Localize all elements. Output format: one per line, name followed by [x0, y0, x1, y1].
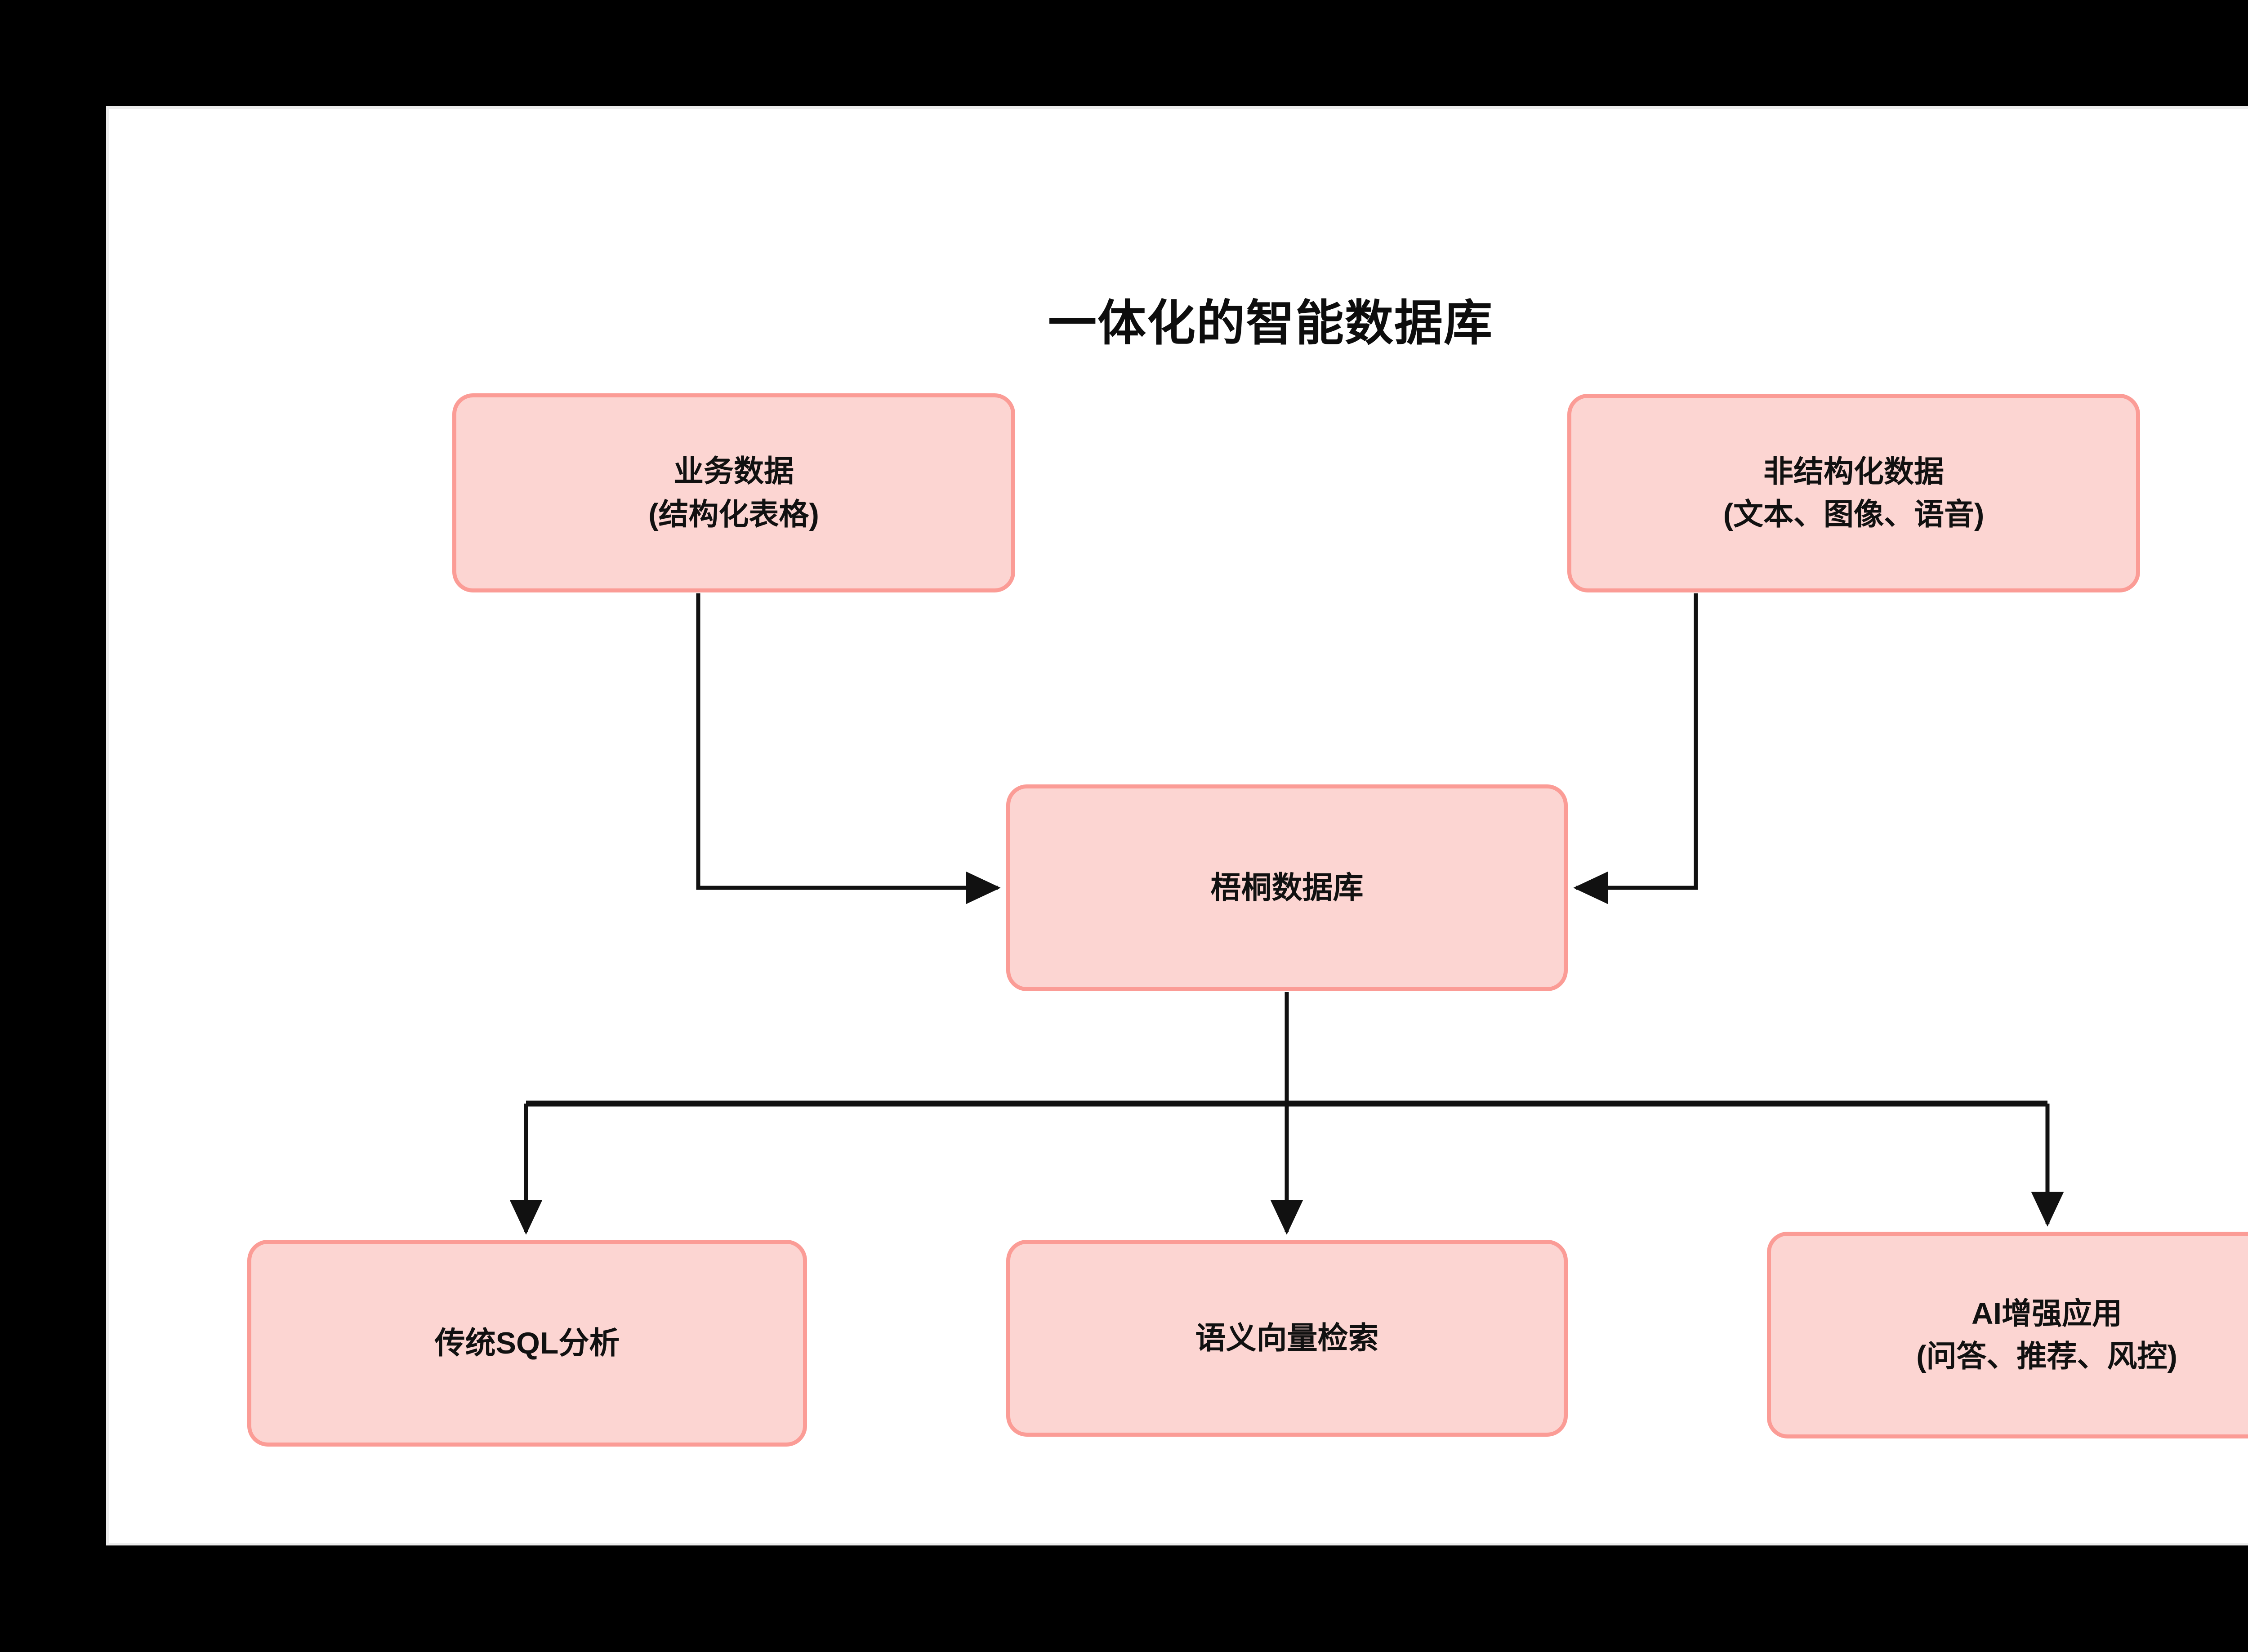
edge-layer	[509, 593, 2064, 1235]
node-traditional-sql-analysis[interactable]: 传统SQL分析	[247, 1240, 807, 1447]
node-wutong-database-line-1: 梧桐数据库	[1210, 870, 1364, 905]
node-ai-enhanced-applications-line-1: AI增强应用	[1971, 1296, 2122, 1331]
page-title: 一体化的智能数据库	[1048, 296, 1493, 350]
node-wutong-database[interactable]: 梧桐数据库	[1006, 784, 1568, 991]
node-semantic-vector-search[interactable]: 语义向量检索	[1006, 1240, 1568, 1437]
node-business-data[interactable]: 业务数据 (结构化表格)	[452, 393, 1015, 592]
edge-unstructured-to-core	[1573, 593, 1698, 904]
node-unstructured-data-line-2: (文本、图像、语音)	[1723, 498, 1985, 531]
node-semantic-vector-search-line-1: 语义向量检索	[1195, 1321, 1379, 1355]
diagram-canvas: 一体化的智能数据库 业务数据 (结构化表格) 非结构化数据 (文本、图像、语音)…	[109, 109, 2248, 1543]
node-unstructured-data[interactable]: 非结构化数据 (文本、图像、语音)	[1567, 394, 2140, 592]
node-unstructured-data-line-1: 非结构化数据	[1763, 454, 1944, 489]
edge-business-to-core	[696, 593, 1001, 904]
node-ai-enhanced-applications[interactable]: AI增强应用 (问答、推荐、风控)	[1767, 1232, 2248, 1438]
node-business-data-line-1: 业务数据	[674, 454, 794, 489]
node-traditional-sql-analysis-line-1: 传统SQL分析	[434, 1326, 620, 1360]
node-ai-enhanced-applications-line-2: (问答、推荐、风控)	[1916, 1340, 2177, 1373]
node-business-data-line-2: (结构化表格)	[648, 497, 819, 531]
